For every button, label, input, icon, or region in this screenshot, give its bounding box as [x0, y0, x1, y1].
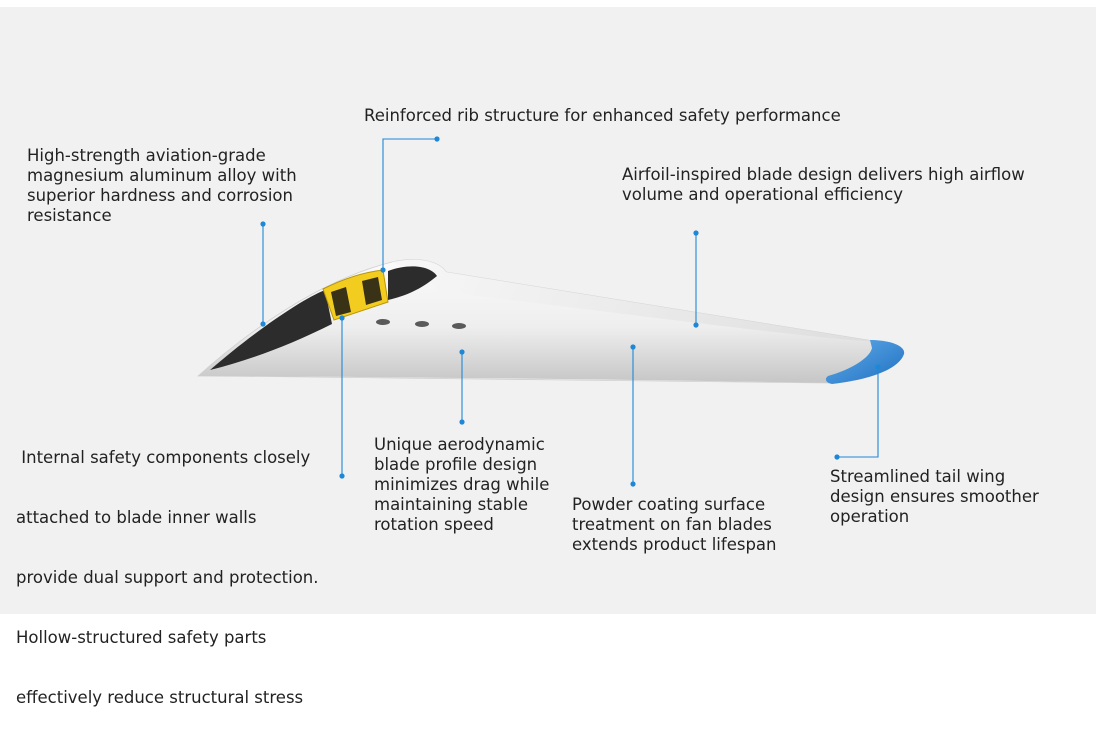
- callout-line: extends product lifespan: [572, 535, 777, 554]
- dimple-3: [452, 323, 466, 329]
- callout-line: design ensures smoother: [830, 487, 1039, 506]
- callout-line: volume and operational efficiency: [622, 185, 904, 204]
- rear-cavity: [388, 266, 437, 300]
- callout-internal-safety: Internal safety components closely attac…: [16, 408, 319, 748]
- callout-line: minimizes drag while: [374, 475, 550, 494]
- dimple-1: [376, 319, 390, 325]
- callout-line: treatment on fan blades: [572, 515, 772, 534]
- feature-diagram: Reinforced rib structure for enhanced sa…: [0, 7, 1096, 707]
- callout-line: attached to blade inner walls: [16, 508, 257, 527]
- dimple-2: [415, 321, 429, 327]
- callout-line: operation: [830, 507, 910, 526]
- callout-line: Internal safety components closely: [16, 448, 311, 467]
- callout-line: Hollow-structured safety parts: [16, 628, 267, 647]
- callout-line: Airfoil-inspired blade design delivers h…: [622, 165, 1025, 184]
- blade-top-surface: [392, 259, 880, 342]
- safety-slot-2: [362, 277, 382, 305]
- callout-airfoil: Airfoil-inspired blade design delivers h…: [622, 165, 1025, 205]
- leader-lines: [262, 138, 879, 484]
- callout-line: Unique aerodynamic: [374, 435, 545, 454]
- callout-line: superior hardness and corrosion: [27, 186, 293, 205]
- callout-aerodynamic: Unique aerodynamic blade profile design …: [374, 435, 549, 535]
- callout-line: resistance: [27, 206, 112, 225]
- callout-alloy: High-strength aviation-grade magnesium a…: [27, 146, 297, 226]
- callout-line: provide dual support and protection.: [16, 568, 319, 587]
- callout-line: Powder coating surface: [572, 495, 766, 514]
- callout-line: effectively reduce structural stress: [16, 688, 304, 707]
- leading-cavity: [210, 290, 332, 370]
- callout-rib-structure: Reinforced rib structure for enhanced sa…: [364, 106, 841, 126]
- callout-line: High-strength aviation-grade: [27, 146, 266, 165]
- blade-illustration: [196, 136, 905, 487]
- callout-line: rotation speed: [374, 515, 494, 534]
- callout-line: blade profile design: [374, 455, 538, 474]
- callout-line: Streamlined tail wing: [830, 467, 1006, 486]
- leader-dots: [260, 136, 881, 487]
- callout-line: magnesium aluminum alloy with: [27, 166, 297, 185]
- callout-tail-wing: Streamlined tail wing design ensures smo…: [830, 467, 1039, 527]
- tail-tip: [825, 340, 905, 384]
- callout-line: maintaining stable: [374, 495, 528, 514]
- safety-slot-1: [331, 287, 351, 316]
- callout-line: Reinforced rib structure for enhanced sa…: [364, 106, 841, 125]
- callout-powder-coating: Powder coating surface treatment on fan …: [572, 495, 777, 555]
